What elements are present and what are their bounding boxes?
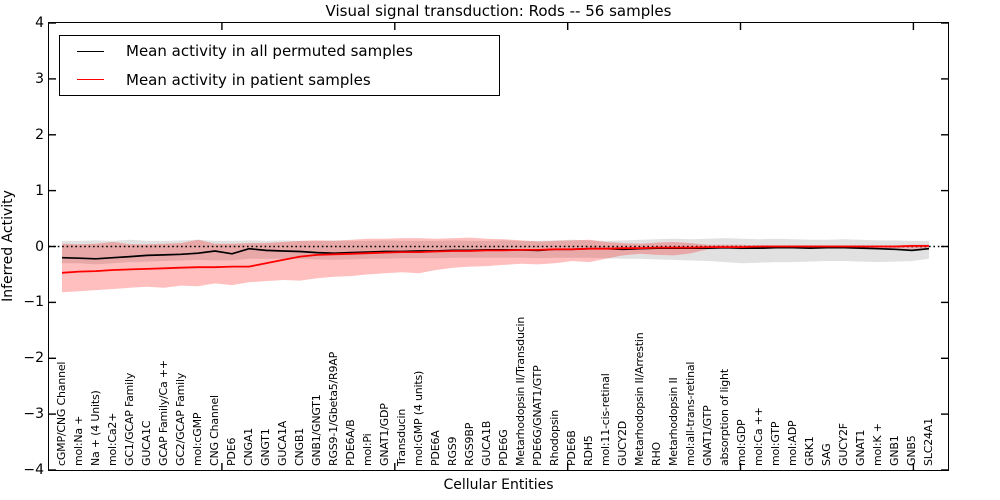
y-tick-label: 4 [35,15,44,31]
x-tick-label: GNAT1/GDP [378,403,391,466]
x-tick-label: SLC24A1 [922,418,935,466]
legend-label-patient: Mean activity in patient samples [126,70,371,89]
y-tick-label: −4 [23,462,44,478]
x-tick-label: Metarhodopsin II [667,377,680,466]
x-tick-label: GNGT1 [259,428,272,466]
black-line-swatch-icon [77,50,104,52]
x-tick-label: GNB1/GNGT1 [310,394,323,466]
x-tick-label: GUCY2D [616,420,629,466]
x-tick-label: GUCA1A [276,420,289,466]
x-tick-label: Rhodopsin [548,410,561,466]
y-tick-label: −1 [23,294,44,311]
y-tick-label: −2 [23,350,44,367]
x-tick-label: PDE6A [429,430,442,466]
red-line-swatch-icon [77,79,104,81]
x-tick-label: RGS9-1/Gbeta5/R9AP [327,351,340,466]
x-tick-label: GCAP Family/Ca ++ [157,360,170,466]
x-tick-label: Metarhodopsin II/Transducin [514,316,527,466]
x-tick-label: GUCA1C [140,420,153,466]
x-tick-label: PDE6B [565,430,578,466]
y-tick-label: 0 [35,238,44,255]
x-tick-label: mol:GMP (4 units) [412,370,425,466]
x-tick-label: mol:GTP [769,421,782,466]
x-tick-label: Na + (4 Units) [89,390,102,466]
x-tick-label: mol:all-trans-retinal [684,361,697,466]
y-tick-label: 2 [35,126,44,143]
x-tick-label: mol:ADP [786,420,799,466]
x-tick-label: PDE6G/GNAT1/GTP [531,365,544,466]
x-tick-label: mol:cGMP [191,412,204,466]
x-tick-label: mol:Ca2+ [106,412,119,466]
x-tick-label: RGS9BP [463,422,476,466]
x-axis-label: Cellular Entities [443,477,554,493]
legend: Mean activity in all permuted samples Me… [59,35,500,96]
x-tick-label: Transducin [395,408,408,466]
x-tick-label: GNB5 [905,435,918,467]
patient-mean-line [61,244,929,274]
x-tick-label: RHO [650,442,663,466]
plot-area [47,21,949,471]
x-tick-label: mol:11-cis-retinal [599,373,612,466]
x-tick-label: GC1/GCAP Family [123,372,136,466]
x-tick-label: PDE6G [497,429,510,466]
legend-entry-permuted: Mean activity in all permuted samples [60,38,499,64]
x-tick-label: absorption of light [718,369,731,466]
x-tick-label: mol:Pi [361,433,374,466]
legend-label-permuted: Mean activity in all permuted samples [126,42,413,61]
x-tick-label: cGMP/CNG Channel [55,361,68,466]
x-tick-label: PDE6 [225,437,238,466]
plot-canvas [48,22,948,470]
legend-entry-patient: Mean activity in patient samples [60,67,499,93]
x-tick-label: RGS9 [446,436,459,466]
x-tick-label: mol:K + [871,423,884,466]
x-tick-label: GNAT1/GTP [701,405,714,466]
x-tick-label: GC2/GCAP Family [174,372,187,466]
x-tick-label: RDH5 [582,435,595,466]
x-tick-label: PDE6A/B [344,419,357,466]
x-tick-label: GUCY2F [837,423,850,466]
x-tick-label: mol:Ca ++ [752,407,765,466]
y-tick-label: 1 [35,182,44,199]
x-tick-label: GNB1 [888,435,901,467]
y-tick-label: 3 [35,70,44,87]
x-tick-label: mol:Na + [72,415,85,466]
y-tick-label: −3 [23,406,44,423]
x-tick-label: SAG [820,443,833,466]
x-tick-label: CNG Channel [208,395,221,466]
x-tick-label: mol:GDP [735,419,748,466]
x-tick-label: CNGB1 [293,428,306,466]
x-tick-label: GRK1 [803,436,816,466]
x-tick-label: GNAT1 [854,429,867,466]
chart-title: Visual signal transduction: Rods -- 56 s… [325,2,672,20]
x-tick-label: GUCA1B [480,420,493,466]
x-tick-label: CNGA1 [242,428,255,466]
x-tick-label: Metarhodopsin II/Arrestin [633,332,646,466]
